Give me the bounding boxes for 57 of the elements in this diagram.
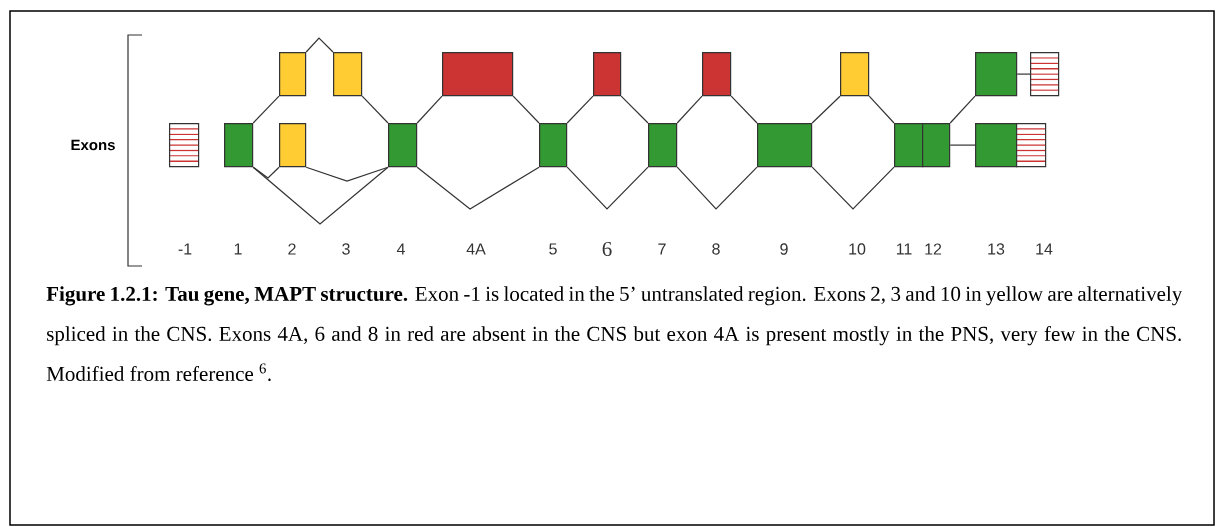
exon-box [702, 52, 732, 97]
splice-line [811, 166, 895, 210]
splice-line [305, 37, 334, 53]
splice-line [949, 95, 976, 124]
exon-number: 13 [988, 243, 1005, 255]
exon-box [279, 52, 307, 97]
exon-box [648, 123, 678, 168]
exon-number: 5 [549, 243, 557, 255]
exon-box [224, 123, 254, 168]
exon-box [593, 52, 622, 97]
splice-line [676, 166, 758, 210]
exon-box [975, 52, 1018, 97]
splice-line [566, 95, 594, 124]
splice-line [416, 95, 443, 124]
exon-number: -1 [178, 243, 192, 255]
exon-box [442, 52, 514, 97]
exon-number: 4A [466, 243, 486, 255]
exon-box [757, 123, 813, 168]
splice-line [868, 95, 895, 124]
exon-box [539, 123, 568, 168]
exon-number: 6 [602, 241, 612, 257]
striped-exon-box [169, 123, 200, 168]
splice-line [566, 166, 649, 210]
exon-number: 1 [234, 243, 242, 255]
exon-number: 10 [849, 243, 866, 255]
row-label: Exons [71, 139, 115, 151]
exon-box [922, 123, 951, 168]
exon-number: 9 [780, 243, 788, 255]
splice-line [949, 144, 976, 146]
striped-exon-box [1016, 123, 1047, 168]
exon-box [279, 123, 307, 168]
splice-line [252, 95, 280, 124]
splice-line [305, 166, 389, 182]
splice-line [252, 166, 280, 179]
exon-box [894, 123, 924, 168]
exon-number: 7 [658, 243, 666, 255]
splice-line [361, 95, 389, 124]
exon-box [975, 123, 1018, 168]
splice-line [811, 95, 841, 124]
splice-line [676, 95, 703, 124]
exon-number: 2 [288, 243, 296, 255]
splice-line [1016, 73, 1031, 75]
exon-number: 11 [896, 243, 912, 255]
exon-number: 3 [342, 243, 350, 255]
exon-box [840, 52, 870, 97]
exon-box [388, 123, 418, 168]
splice-line [730, 95, 758, 124]
exon-number: 12 [925, 243, 942, 255]
figure-caption: Figure 1.2.1: Tau gene, MAPT structure. Exon -1 is located in the 5’ untranslated region. Exons 2, 3 and 10 in yellow are alternatively spliced in the CNS. Exons 4A, 6 and 8 in red are absent in the CNS but exon 4A is present mostly in the PNS, very few in the CNS. Modified from reference $^{6}$. [46, 286, 1183, 382]
exon-number: 4 [396, 243, 405, 255]
splice-line [416, 166, 540, 210]
exon-number: 14 [1036, 243, 1053, 255]
exon-box [333, 52, 363, 97]
exon-number: 8 [712, 243, 720, 255]
splice-line [620, 95, 649, 124]
splice-line [512, 95, 540, 124]
striped-exon-box [1030, 52, 1060, 97]
